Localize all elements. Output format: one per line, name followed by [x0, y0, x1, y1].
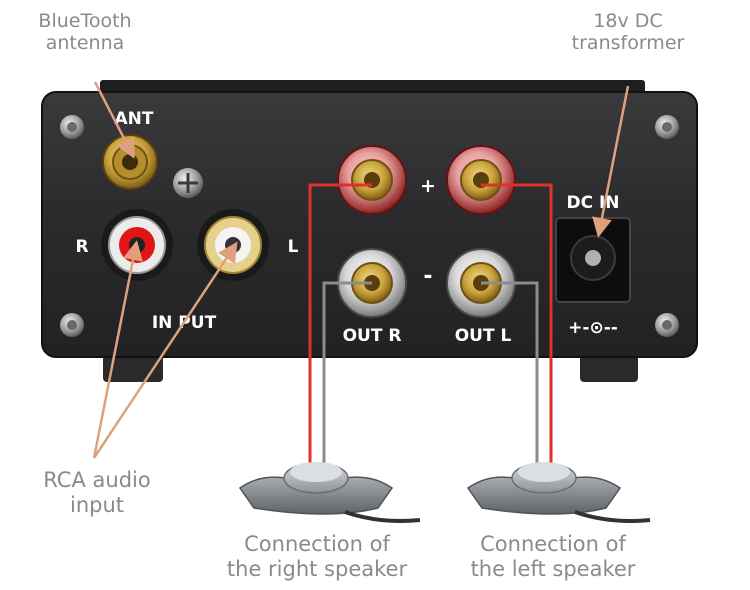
- left-speaker-terminal-icon: [466, 462, 651, 523]
- binding-post-out-r-plus: [337, 145, 407, 215]
- callout-dc-line2: transformer: [571, 32, 685, 55]
- label-polarity: +-⊙--: [568, 318, 618, 338]
- left-speaker-wires: [481, 183, 553, 470]
- rca-left-jack: [197, 209, 269, 281]
- callout-arrows: [92, 81, 630, 459]
- label-l: L: [288, 237, 299, 257]
- label-out-l: OUT L: [455, 326, 512, 346]
- arrow-rca-left: [92, 241, 238, 459]
- callout-rca: RCA audio input: [12, 468, 182, 518]
- callout-right-speaker-line1: Connection of: [244, 532, 390, 556]
- arrow-rca-right: [92, 240, 143, 459]
- label-plus: +: [420, 175, 436, 197]
- rca-right-jack: [101, 209, 173, 281]
- binding-post-out-l-plus: [446, 145, 516, 215]
- callout-dc-line1: 18v DC: [593, 10, 663, 32]
- callout-left-speaker-line1: Connection of: [480, 532, 626, 556]
- right-speaker-wires: [308, 183, 372, 470]
- callout-right-speaker: Connection of the right speaker: [212, 532, 422, 582]
- callout-bluetooth: BlueTooth antenna: [10, 10, 160, 55]
- label-out-r: OUT R: [343, 326, 402, 346]
- label-dc-in: DC IN: [566, 193, 619, 213]
- corner-screws: [60, 115, 679, 337]
- dc-in-jack: [555, 217, 631, 303]
- right-speaker-terminal-icon: [238, 462, 421, 523]
- callout-dc: 18v DC transformer: [553, 10, 703, 55]
- arrow-dc: [592, 85, 630, 238]
- label-ant: ANT: [115, 109, 154, 129]
- arrow-bluetooth: [93, 81, 135, 159]
- callout-left-speaker: Connection of the left speaker: [448, 532, 658, 582]
- antenna-connector: [102, 134, 158, 190]
- callout-right-speaker-line2: the right speaker: [226, 556, 408, 581]
- callout-bluetooth-line1: BlueTooth: [38, 10, 132, 32]
- label-r: R: [75, 237, 88, 257]
- callout-rca-line1: RCA audio: [43, 468, 151, 492]
- callout-rca-line2: input: [69, 492, 125, 517]
- callout-bluetooth-line2: antenna: [45, 32, 125, 55]
- panel-screw-icon: [173, 168, 203, 198]
- label-minus: -: [423, 264, 432, 289]
- callout-left-speaker-line2: the left speaker: [470, 556, 636, 581]
